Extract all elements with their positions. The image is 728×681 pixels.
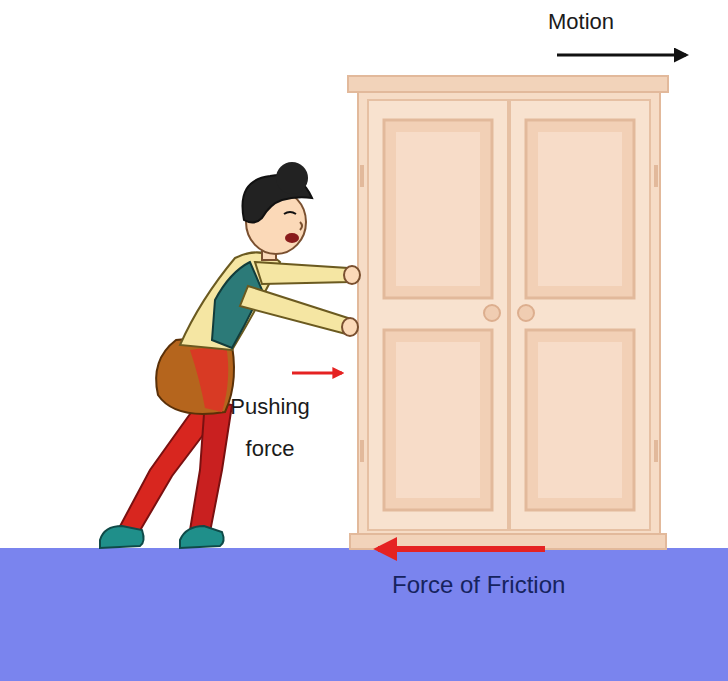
friction-label: Force of Friction	[392, 570, 692, 600]
wardrobe	[348, 76, 668, 549]
motion-arrow	[557, 54, 686, 57]
motion-label: Motion	[548, 8, 688, 36]
friction-arrow	[378, 546, 545, 552]
man-pushing	[100, 162, 360, 548]
floor	[0, 548, 728, 681]
pushing-force-arrow	[292, 372, 342, 375]
force-label: Pushing force	[210, 386, 330, 470]
